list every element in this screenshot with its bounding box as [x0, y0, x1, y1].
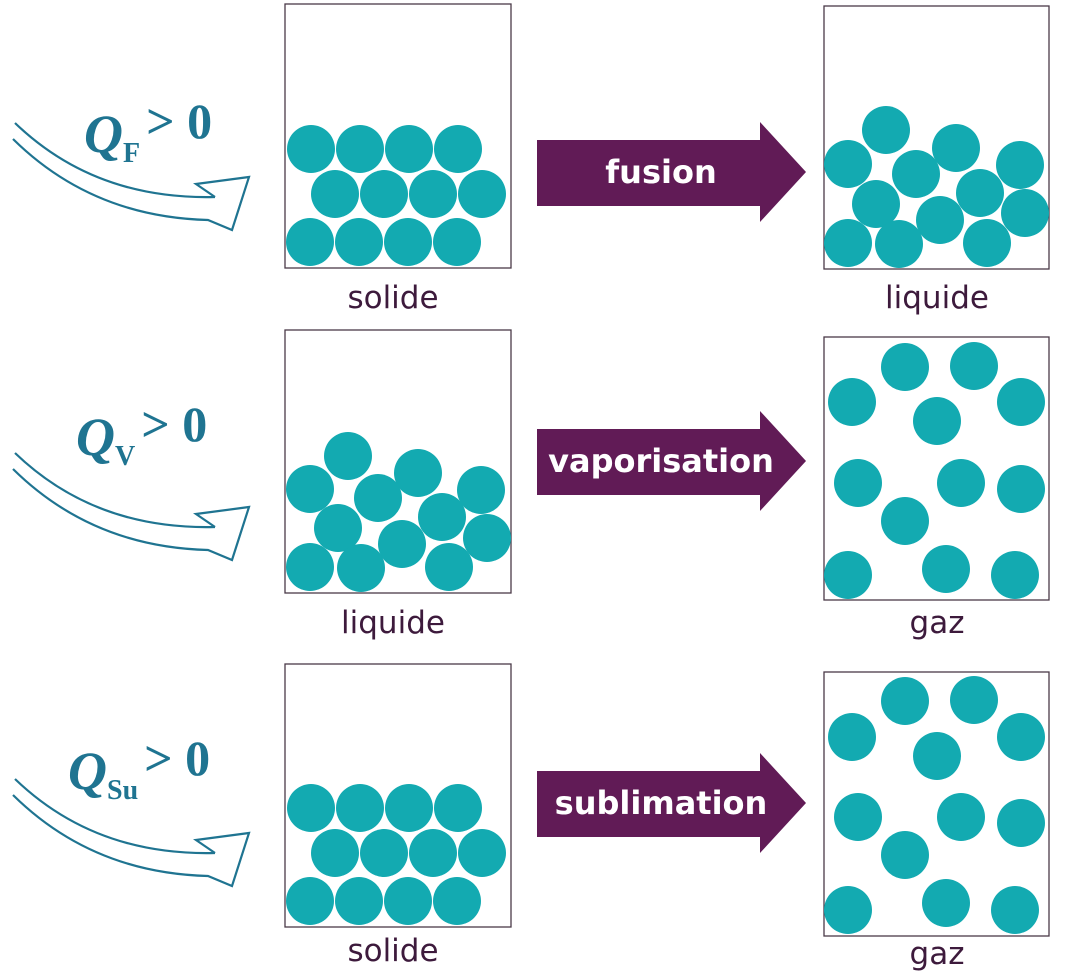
- container-liquid-before-vaporisation: [284, 329, 512, 594]
- heat-input-sublimation: QSu> 0: [12, 730, 251, 888]
- heat-subscript: Su: [107, 775, 138, 806]
- state-label-gaz: gaz: [910, 605, 965, 641]
- heat-label-sublimation: QSu> 0: [68, 730, 210, 806]
- heat-label-vaporisation: QV> 0: [76, 396, 207, 472]
- container-solid-before-fusion: [284, 3, 512, 269]
- state-label-solide: solide: [347, 933, 438, 969]
- heat-subscript: V: [115, 441, 135, 472]
- heat-subscript: F: [123, 138, 140, 169]
- heat-relation: > 0: [146, 93, 212, 149]
- heat-relation: > 0: [141, 396, 207, 452]
- state-label-liquide: liquide: [341, 605, 445, 641]
- solid-particles: [286, 125, 506, 266]
- gas-particles: [824, 342, 1045, 599]
- gas-particles: [824, 676, 1045, 934]
- heat-symbol: Q: [76, 407, 115, 467]
- heat-arrow-icon: [12, 122, 251, 232]
- container-liquid-after-fusion: [823, 5, 1050, 270]
- heat-arrow-icon: [12, 778, 251, 888]
- heat-input-vaporisation: QV> 0: [12, 396, 251, 562]
- process-label-sublimation: sublimation: [555, 784, 768, 822]
- process-arrow-sublimation: sublimation: [537, 753, 806, 853]
- container-solid-before-sublimation: [284, 663, 512, 928]
- row-vaporisation: QV> 0 liquid: [12, 329, 1050, 641]
- process-arrow-vaporisation: vaporisation: [537, 411, 806, 511]
- state-label-liquide: liquide: [885, 280, 989, 316]
- liquid-particles: [824, 106, 1049, 268]
- process-arrow-fusion: fusion: [537, 122, 806, 222]
- heat-arrow-icon: [12, 452, 251, 562]
- state-label-gaz: gaz: [910, 936, 965, 972]
- heat-label-fusion: QF> 0: [84, 93, 212, 169]
- row-fusion: QF> 0 solide: [12, 3, 1050, 316]
- heat-symbol: Q: [68, 741, 107, 801]
- heat-symbol: Q: [84, 104, 123, 164]
- process-label-vaporisation: vaporisation: [548, 442, 774, 480]
- solid-particles: [286, 784, 506, 925]
- liquid-particles: [286, 432, 511, 592]
- process-label-fusion: fusion: [605, 153, 716, 191]
- container-gas-after-vaporisation: [823, 336, 1050, 601]
- heat-input-fusion: QF> 0: [12, 93, 251, 232]
- heat-relation: > 0: [144, 730, 210, 786]
- row-sublimation: QSu> 0 solid: [12, 663, 1050, 972]
- state-label-solide: solide: [347, 280, 438, 316]
- container-gas-after-sublimation: [823, 671, 1050, 937]
